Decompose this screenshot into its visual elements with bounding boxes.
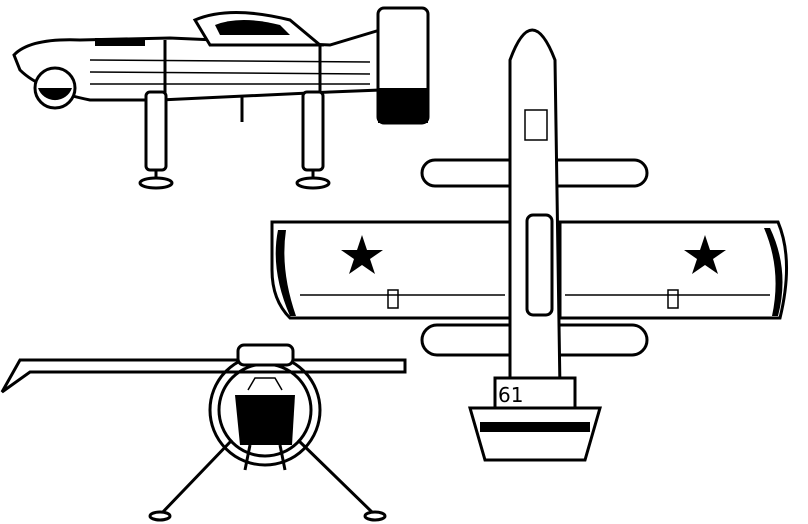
front-view [0, 343, 407, 522]
star-insignia-right [684, 235, 726, 274]
side-view [12, 6, 430, 190]
fuselage-marking: 61 [498, 383, 523, 407]
star-insignia-left [341, 235, 383, 274]
top-view: 61 [270, 28, 788, 462]
